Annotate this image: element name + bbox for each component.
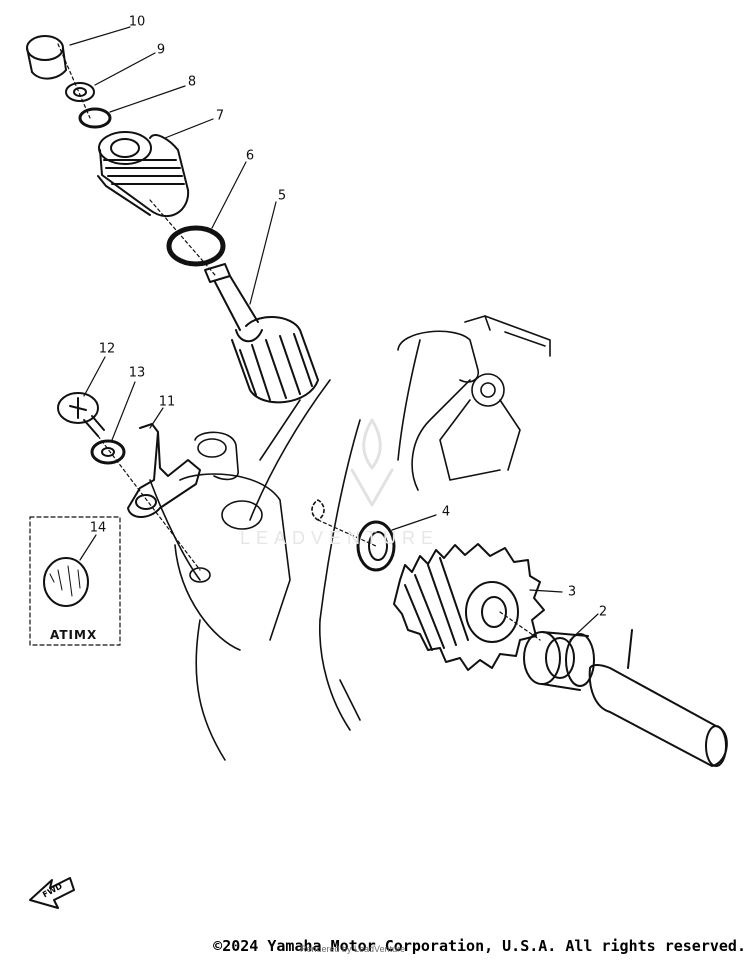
callout-9: 9 <box>156 42 166 58</box>
callout-5: 5 <box>277 188 287 204</box>
part-12-screw <box>57 392 105 437</box>
render-credit: Rendered by LeadVenture <box>300 944 406 954</box>
callout-11: 11 <box>158 394 176 410</box>
crankcase-housing <box>149 315 551 761</box>
callout-7: 7 <box>215 108 225 124</box>
callout-13: 13 <box>128 365 146 381</box>
part-5-gear-shaft <box>204 263 319 404</box>
leader-lines <box>57 26 599 641</box>
callout-3: 3 <box>567 584 577 600</box>
copyright-text: ©2024 Yamaha Motor Corporation, U.S.A. A… <box>213 937 746 955</box>
part-7-sleeve <box>97 131 190 217</box>
part-4-washer <box>356 520 396 572</box>
part-3-gear <box>393 543 545 671</box>
part-13-washer <box>90 439 126 465</box>
watermark-text: LEADVENTURE <box>240 528 440 548</box>
variant-tag: ATIMX <box>50 628 98 642</box>
callout-4: 4 <box>441 504 451 520</box>
part-1-shaft <box>588 629 728 767</box>
callout-12: 12 <box>98 341 116 357</box>
callout-14: 14 <box>89 520 107 536</box>
flame-logo-icon <box>350 418 394 507</box>
part-6-o-ring <box>166 225 226 267</box>
part-11-stopper-plate <box>127 423 201 518</box>
fwd-arrow-icon[interactable] <box>29 877 75 909</box>
callout-6: 6 <box>245 148 255 164</box>
callout-8: 8 <box>187 74 197 90</box>
callout-2: 2 <box>598 604 608 620</box>
part-9-washer <box>65 82 95 102</box>
part-2-collar <box>523 631 595 691</box>
part-8-o-ring <box>78 107 112 129</box>
part-14-variant-box <box>29 516 121 646</box>
callout-10: 10 <box>128 14 146 30</box>
part-10-cap <box>26 35 67 80</box>
